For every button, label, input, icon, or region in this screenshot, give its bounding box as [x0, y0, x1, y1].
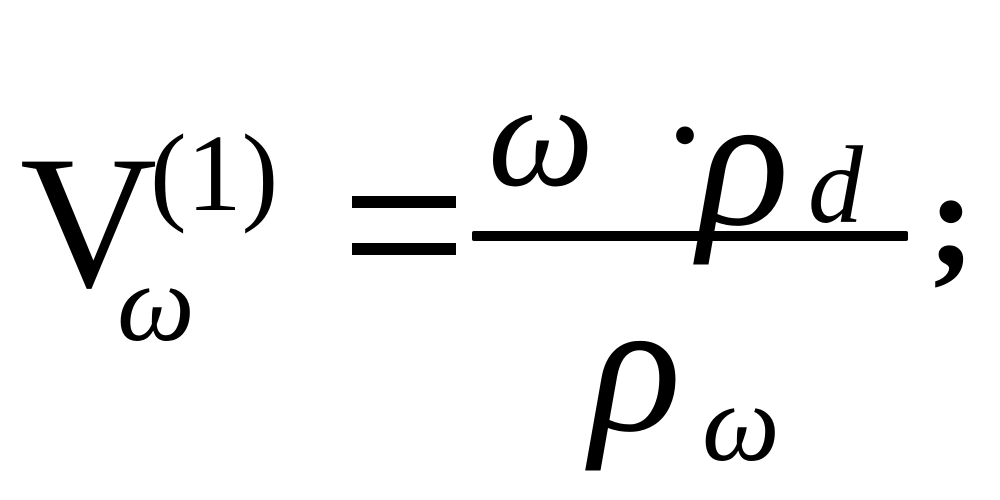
- numerator-rho: ρ: [698, 56, 790, 266]
- lhs-subscript: ω: [117, 242, 195, 364]
- numerator-subscript: d: [808, 124, 863, 246]
- equals-sign-bottom-bar: [352, 243, 456, 255]
- equals-sign-top-bar: [352, 196, 456, 208]
- lhs-superscript: (1): [150, 112, 279, 234]
- denominator-subscript: ω: [702, 362, 780, 484]
- lhs-base-symbol: V: [20, 118, 158, 328]
- fraction-bar: [472, 231, 908, 241]
- numerator-dot-operator: ·: [660, 52, 710, 218]
- semicolon: ;: [928, 142, 975, 297]
- denominator-rho: ρ: [590, 262, 682, 472]
- numerator-omega: ω: [488, 52, 594, 218]
